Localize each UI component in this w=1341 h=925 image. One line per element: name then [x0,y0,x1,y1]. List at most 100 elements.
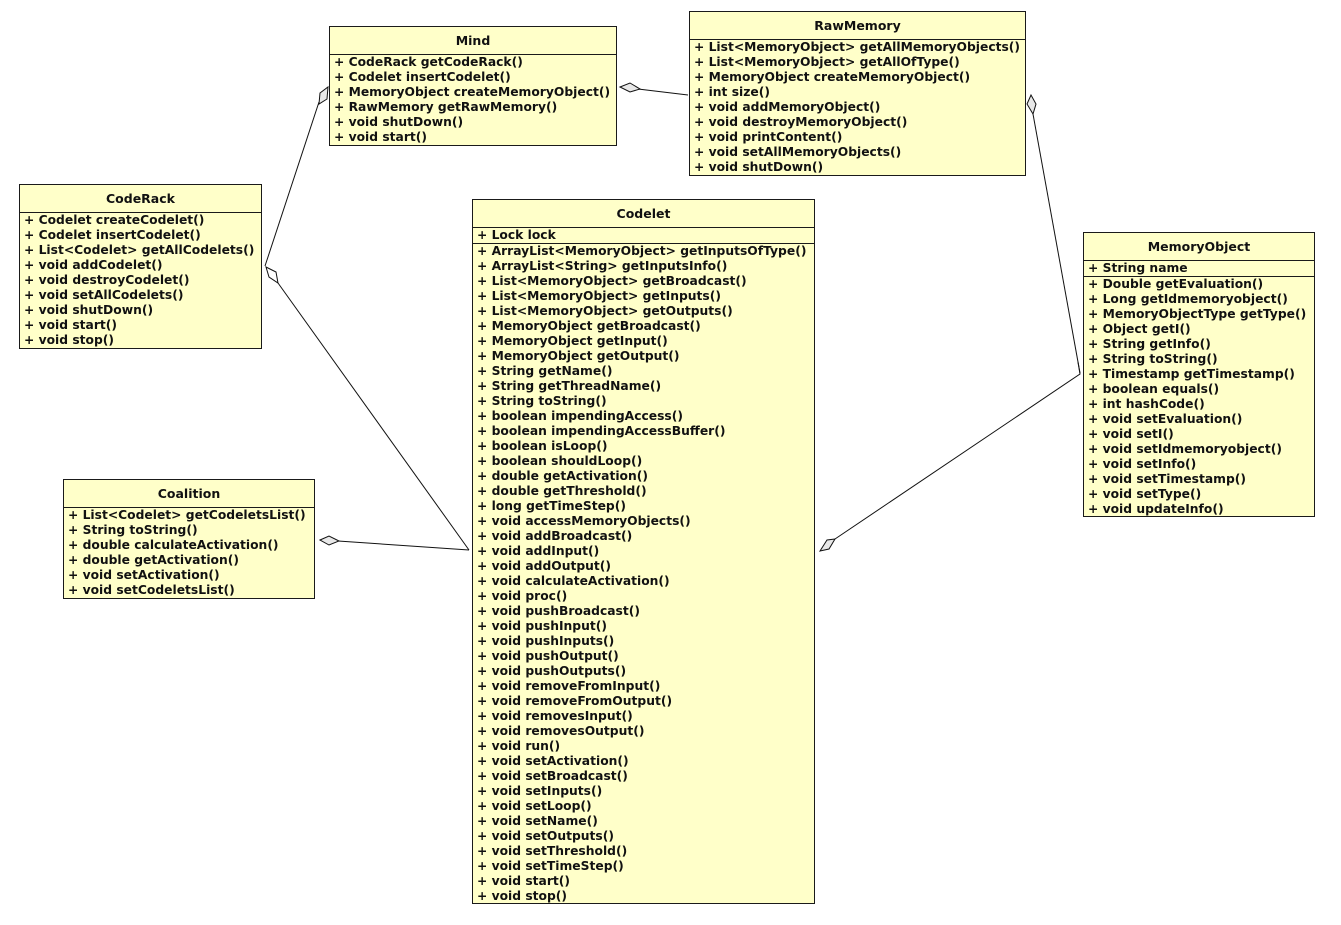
method-row: + void setName() [477,814,598,828]
method-row: + void accessMemoryObjects() [477,514,691,528]
method-row: + void setAllMemoryObjects() [694,145,902,159]
method-row: + void destroyCodelet() [24,273,190,287]
method-row: + double getActivation() [68,553,239,567]
method-row: + void setCodeletsList() [68,583,235,597]
method-row: + void setOutputs() [477,829,614,843]
method-row: + MemoryObject getInput() [477,334,668,348]
method-row: + boolean impendingAccess() [477,409,683,423]
aggregation-diamond-icon [318,85,329,105]
method-row: + String toString() [477,394,607,408]
method-row: + void addCodelet() [24,258,163,272]
method-row: + void stop() [24,333,115,347]
method-row: + int size() [694,85,770,99]
method-row: + List<MemoryObject> getBroadcast() [477,274,747,288]
method-row: + String toString() [68,523,198,537]
method-row: + void setActivation() [477,754,629,768]
method-row: + void run() [477,739,561,753]
method-row: + void shutDown() [334,115,464,129]
methods-compartment: + CodeRack getCodeRack()+ Codelet insert… [330,55,616,145]
attributes-compartment: + Lock lock [473,228,814,244]
method-row: + Codelet createCodelet() [24,213,205,227]
method-row: + void setLoop() [477,799,592,813]
method-row: + void removesInput() [477,709,633,723]
class-name: Codelet [473,200,814,228]
method-row: + List<Codelet> getCodeletsList() [68,508,306,522]
method-row: + void setActivation() [68,568,220,582]
class-memoryobject[interactable]: MemoryObject + String name + Double getE… [1083,232,1315,517]
methods-compartment: + Codelet createCodelet()+ Codelet inser… [20,213,261,348]
class-name: RawMemory [690,12,1025,40]
method-row: + void proc() [477,589,568,603]
attributes-compartment: + String name [1084,261,1314,277]
method-row: + boolean shouldLoop() [477,454,643,468]
method-row: + Codelet insertCodelet() [334,70,511,84]
method-row: + void shutDown() [694,160,824,174]
method-row: + void setThreshold() [477,844,628,858]
aggregation-codelet-memoryobject [818,361,1081,552]
method-row: + void destroyMemoryObject() [694,115,908,129]
class-name: Mind [330,27,616,55]
method-row: + List<MemoryObject> getInputs() [477,289,721,303]
aggregation-diamond-icon [1026,93,1037,116]
aggregation-coderack-codelet [265,266,470,551]
method-row: + void setInfo() [1088,457,1197,471]
method-row: + ArrayList<MemoryObject> getInputsOfTyp… [477,244,807,258]
method-row: + void updateInfo() [1088,502,1224,516]
method-row: + List<MemoryObject> getAllOfType() [694,55,960,69]
method-row: + String getName() [477,364,613,378]
class-rawmemory[interactable]: RawMemory + List<MemoryObject> getAllMem… [689,11,1026,176]
method-row: + void start() [477,874,571,888]
method-row: + void addInput() [477,544,600,558]
method-row: + String getThreadName() [477,379,662,393]
methods-compartment: + List<Codelet> getCodeletsList()+ Strin… [64,508,314,598]
method-row: + Codelet insertCodelet() [24,228,201,242]
method-row: + void removeFromInput() [477,679,661,693]
method-row: + double getActivation() [477,469,648,483]
method-row: + void setIdmemoryobject() [1088,442,1282,456]
method-row: + long getTimeStep() [477,499,626,513]
method-row: + RawMemory getRawMemory() [334,100,558,114]
method-row: + void addMemoryObject() [694,100,881,114]
method-row: + void removeFromOutput() [477,694,673,708]
method-row: + void removesOutput() [477,724,645,738]
class-coderack[interactable]: CodeRack + Codelet createCodelet()+ Code… [19,184,262,349]
method-row: + void setI() [1088,427,1174,441]
aggregation-diamond-icon [265,266,279,285]
method-row: + boolean impendingAccessBuffer() [477,424,726,438]
class-name: CodeRack [20,185,261,213]
method-row: + int hashCode() [1088,397,1205,411]
attribute-row: + String name [1088,261,1188,275]
method-row: + void setTimeStep() [477,859,624,873]
method-row: + void printContent() [694,130,843,144]
class-mind[interactable]: Mind + CodeRack getCodeRack()+ Codelet i… [329,26,617,146]
method-row: + void setEvaluation() [1088,412,1243,426]
method-row: + MemoryObjectType getType() [1088,307,1307,321]
method-row: + MemoryObject getBroadcast() [477,319,701,333]
aggregation-mind-coderack [264,85,329,267]
method-row: + boolean equals() [1088,382,1220,396]
aggregation-diamond-icon [618,82,642,93]
method-row: + boolean isLoop() [477,439,608,453]
class-coalition[interactable]: Coalition + List<Codelet> getCodeletsLis… [63,479,315,599]
class-codelet[interactable]: Codelet + Lock lock + ArrayList<MemoryOb… [472,199,815,904]
method-row: + Timestamp getTimestamp() [1088,367,1295,381]
class-name: Coalition [64,480,314,508]
method-row: + List<MemoryObject> getAllMemoryObjects… [694,40,1021,54]
method-row: + CodeRack getCodeRack() [334,55,523,69]
aggregation-mind-rawmemory [618,82,689,96]
method-row: + Double getEvaluation() [1088,277,1264,291]
method-row: + ArrayList<String> getInputsInfo() [477,259,728,273]
method-row: + void pushInputs() [477,634,615,648]
attribute-row: + Lock lock [477,228,556,242]
method-row: + String toString() [1088,352,1218,366]
method-row: + void pushInput() [477,619,607,633]
method-row: + void addBroadcast() [477,529,633,543]
method-row: + void pushOutput() [477,649,619,663]
method-row: + double calculateActivation() [68,538,279,552]
method-row: + Long getIdmemoryobject() [1088,292,1288,306]
method-row: + void setAllCodelets() [24,288,184,302]
method-row: + void addOutput() [477,559,612,573]
methods-compartment: + List<MemoryObject> getAllMemoryObjects… [690,40,1025,175]
method-row: + void start() [334,130,428,144]
